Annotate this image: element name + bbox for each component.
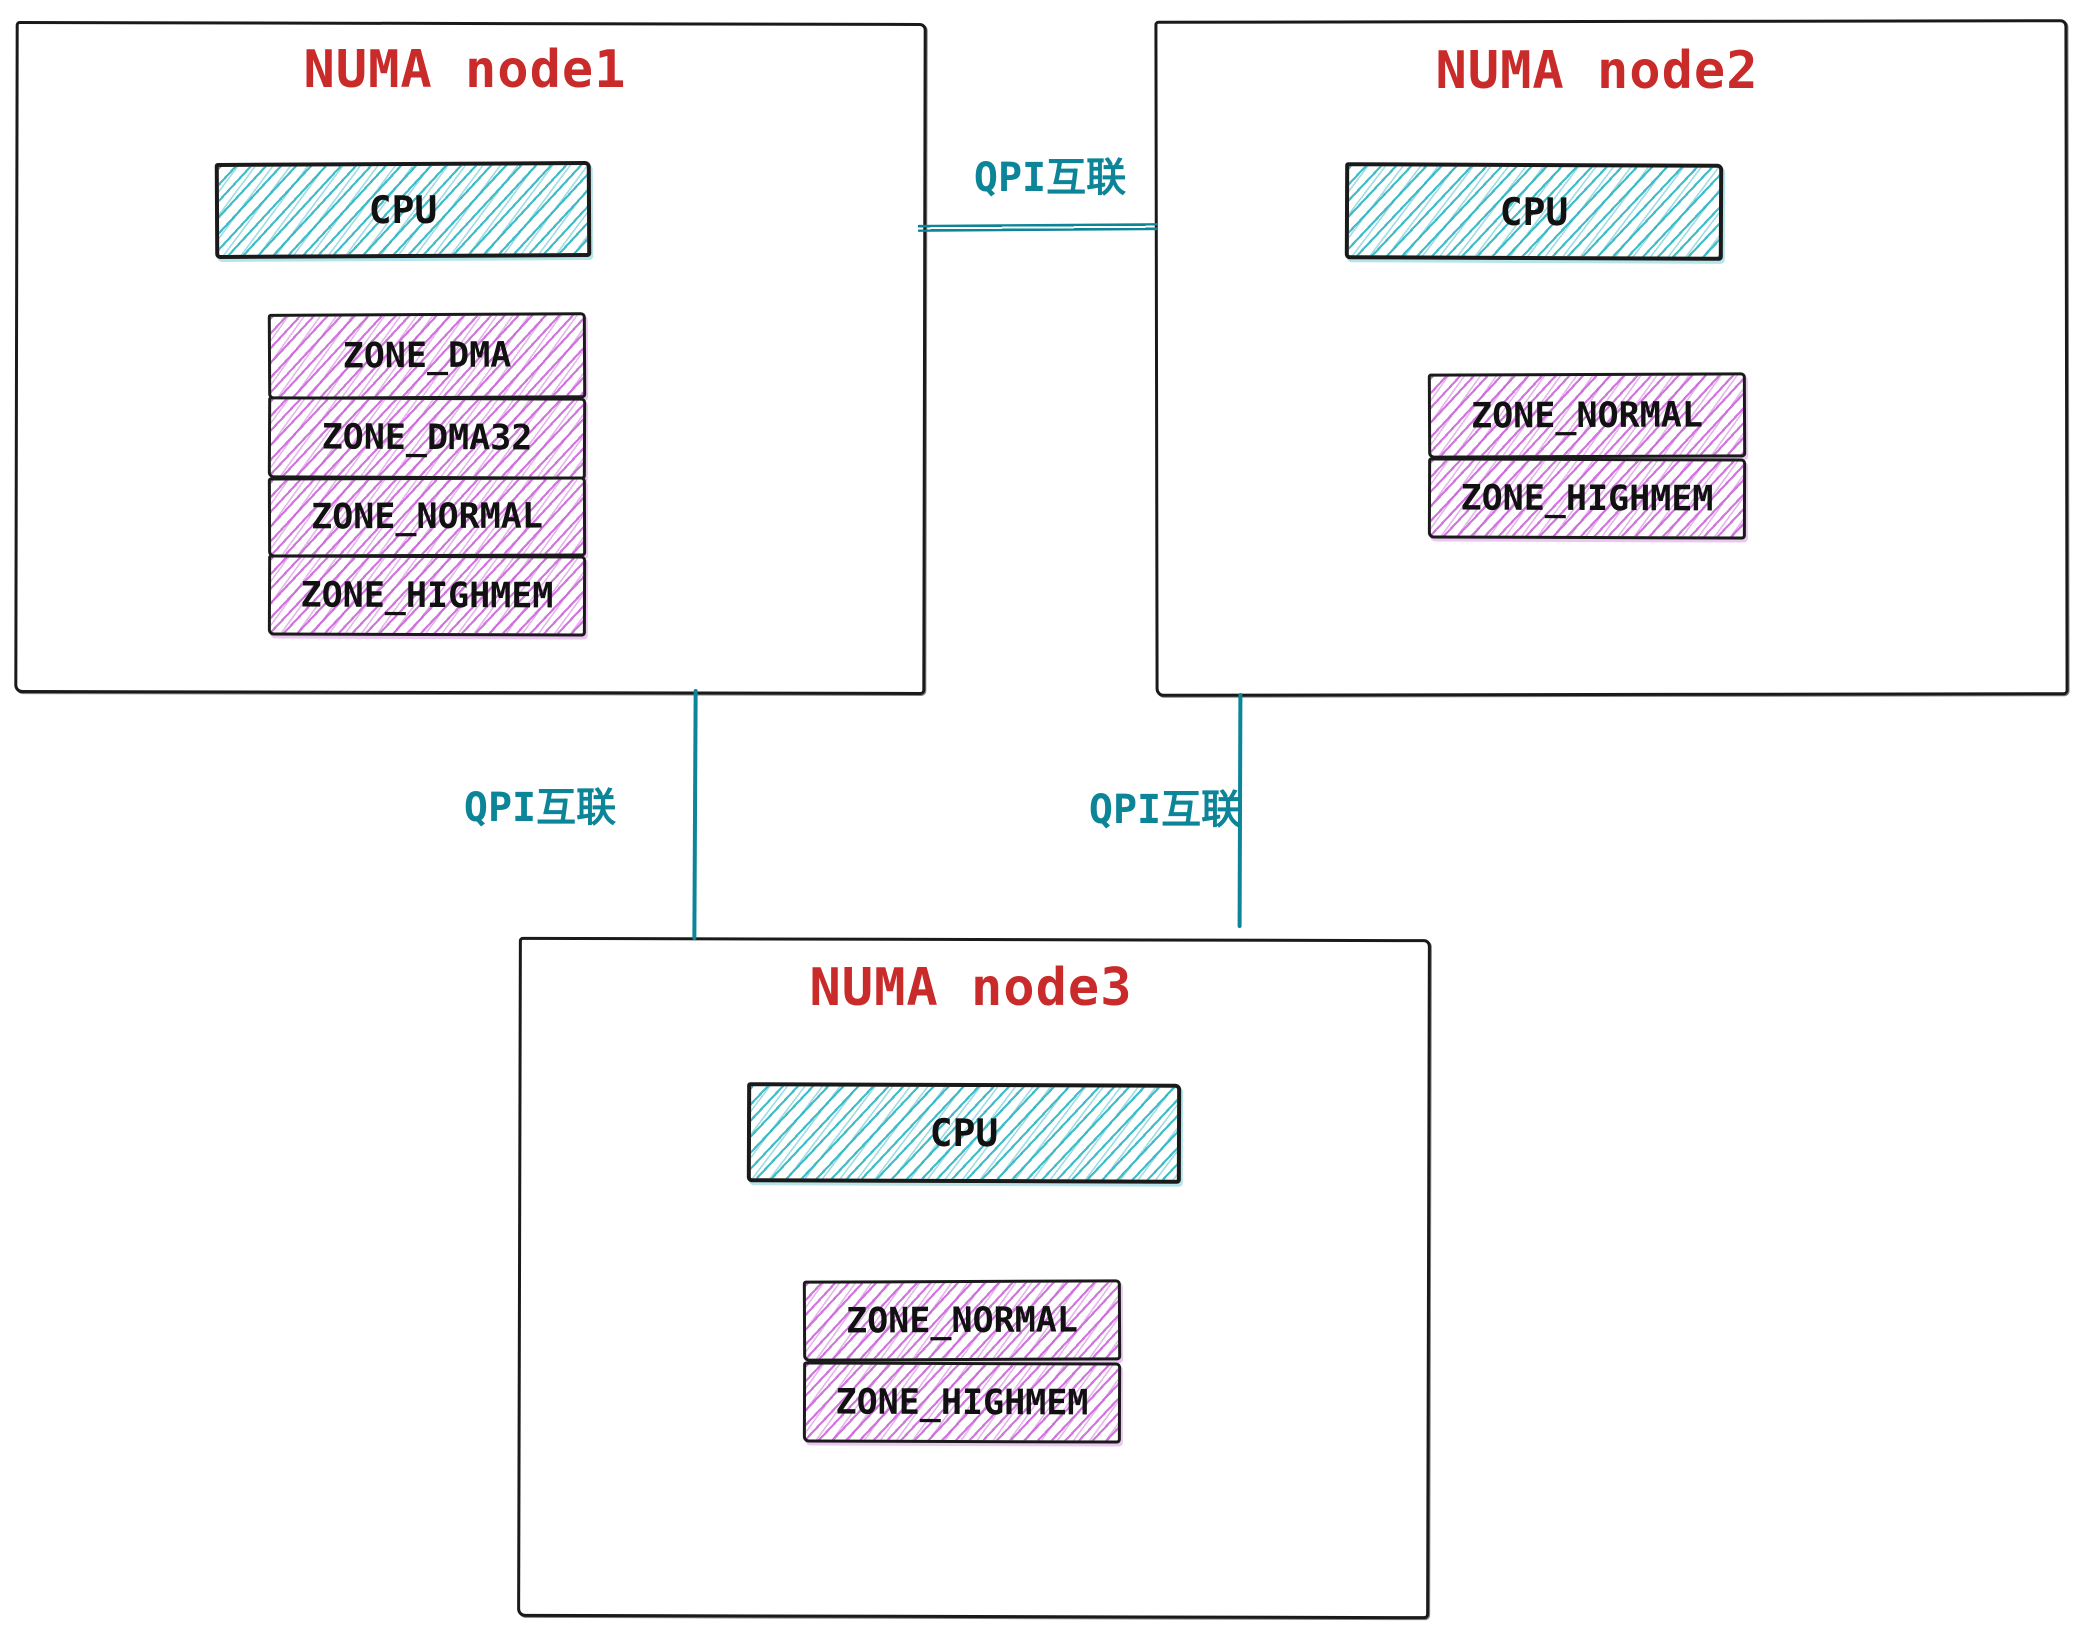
numa-node1-zone-highmem: ZONE_HIGHMEM [267,554,587,637]
zone-label: ZONE_DMA32 [321,417,533,459]
numa-node3-zone-normal: ZONE_NORMAL [802,1279,1122,1362]
numa-node3-cpu-label: CPU [929,1110,999,1156]
numa-node3-zone-highmem: ZONE_HIGHMEM [802,1361,1122,1444]
numa-node2-cpu-label: CPU [1499,189,1569,234]
numa-node1-cpu-label: CPU [368,187,438,233]
zone-label: ZONE_DMA [342,335,512,377]
numa-node3-title: NUMA node3 [809,958,1133,1018]
numa-node2-cpu-box: CPU [1344,162,1724,261]
zone-label: ZONE_HIGHMEM [1460,478,1714,519]
qpi-link-node1-node3-line [692,688,698,941]
numa-node1-zone-dma32: ZONE_DMA32 [267,396,587,480]
qpi-link-node1-node2-line [917,223,1159,232]
numa-node1-cpu-box: CPU [214,161,592,259]
zone-label: ZONE_HIGHMEM [300,575,554,616]
numa-node3-box [517,936,1431,1620]
numa-node1-zone-dma: ZONE_DMA [267,312,587,400]
numa-node2-zone-highmem: ZONE_HIGHMEM [1427,457,1747,540]
zone-label: ZONE_NORMAL [1471,394,1703,437]
numa-node1-title: NUMA node1 [303,40,627,100]
numa-node2-box [1154,19,2069,697]
numa-node2-zone-normal: ZONE_NORMAL [1427,372,1747,459]
numa-node3-cpu-box: CPU [746,1082,1182,1184]
numa-node1-zone-normal: ZONE_NORMAL [267,476,587,558]
zone-label: ZONE_NORMAL [311,496,543,538]
zone-label: ZONE_NORMAL [846,1299,1078,1342]
qpi-link-node2-node3-label: QPI互联 [1088,787,1242,833]
numa-node2-title: NUMA node2 [1435,41,1759,101]
qpi-link-node1-node2-label: QPI互联 [973,155,1127,201]
qpi-link-node1-node3-label: QPI互联 [463,785,617,831]
zone-label: ZONE_HIGHMEM [835,1382,1089,1423]
